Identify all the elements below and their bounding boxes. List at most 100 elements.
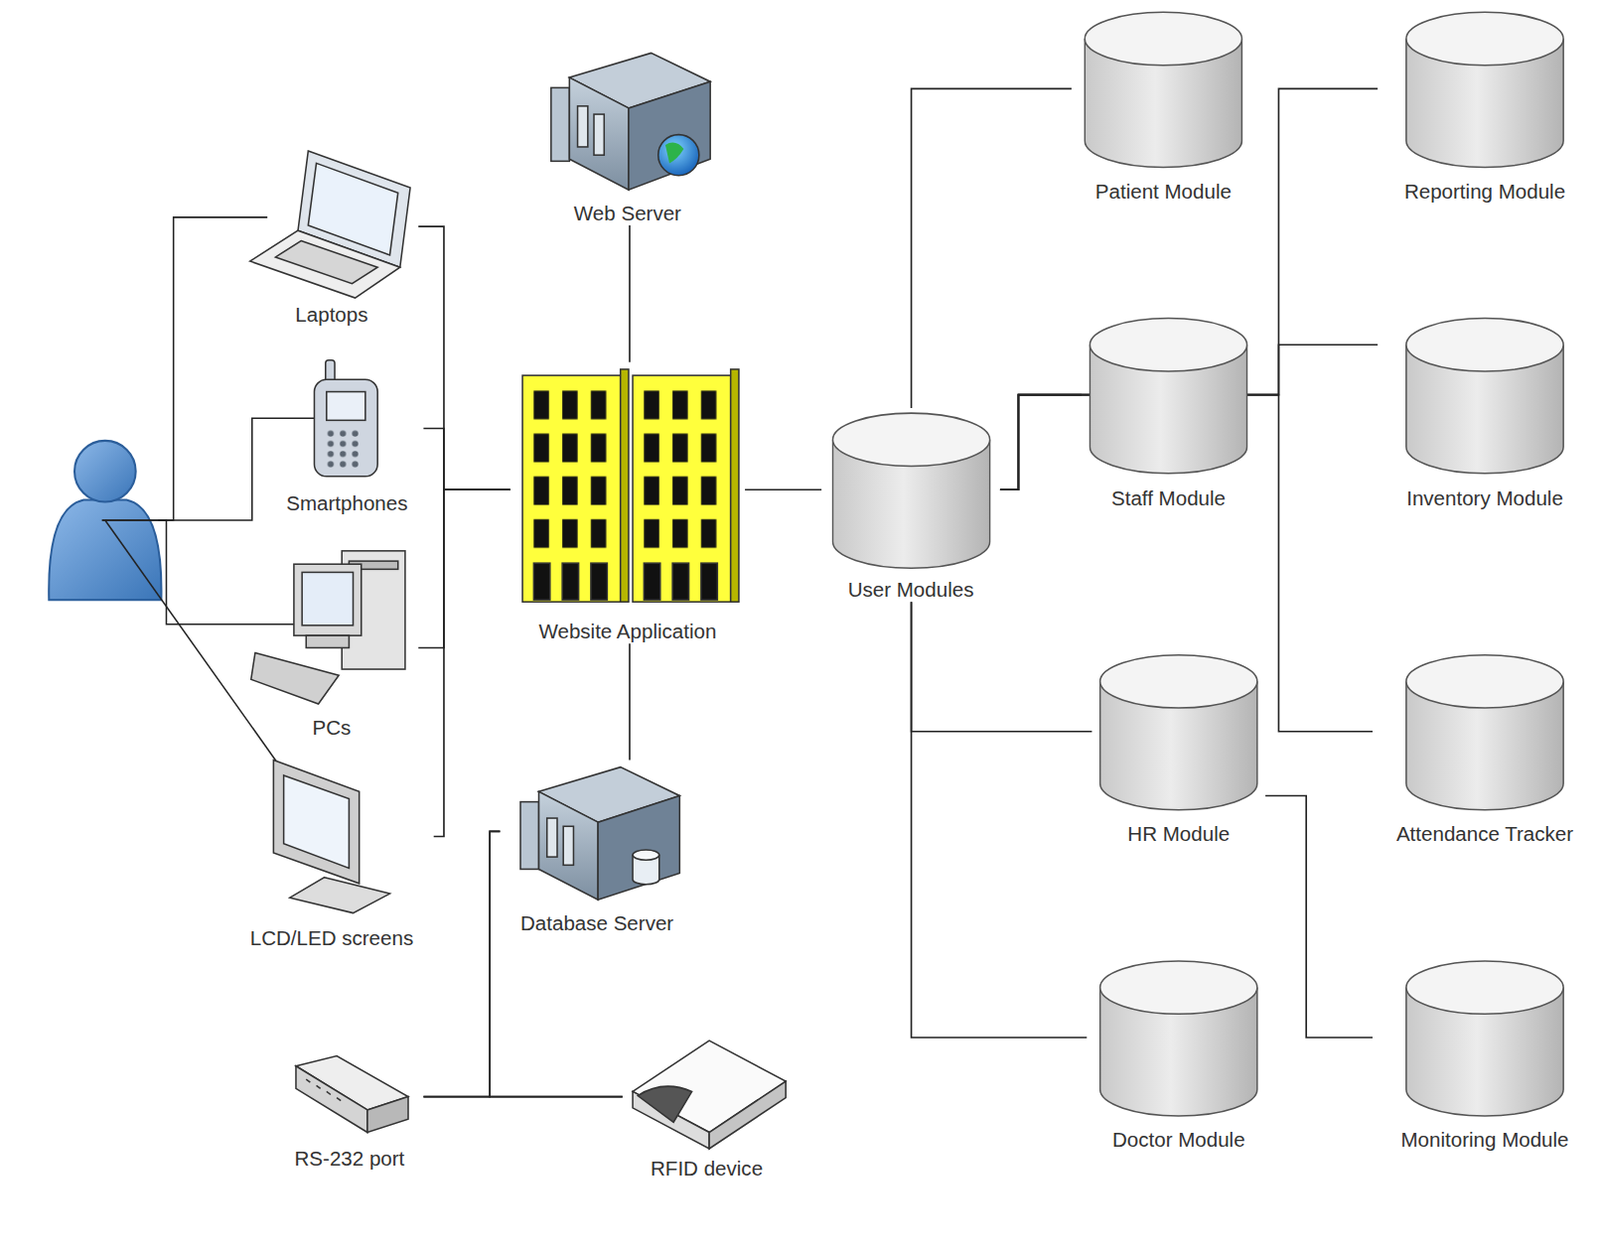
cylinder-top [832, 413, 990, 466]
building-door [562, 563, 579, 600]
module-cylinder: Reporting Module [1377, 4, 1593, 204]
phone-screen [326, 392, 366, 422]
laptop-keyboard [275, 240, 378, 284]
node-caption: User Modules [848, 578, 975, 603]
pc-stand [305, 635, 349, 648]
cylinder-outline [831, 411, 991, 573]
smartphone-node: Smartphones [270, 357, 424, 516]
screen-icon [273, 759, 390, 913]
building-icon [522, 369, 739, 602]
node-caption: Attendance Tracker [1396, 821, 1574, 847]
node-caption: Database Server [520, 911, 674, 937]
server-node: Web Server [530, 45, 725, 226]
building-side [620, 369, 629, 602]
drive-bay [547, 818, 558, 858]
connector-line [418, 489, 510, 648]
database-symbol-top [632, 850, 660, 861]
rfid-side [709, 1081, 786, 1150]
rfid-icon [632, 1040, 786, 1150]
cylinder-outline [1405, 653, 1565, 815]
node-caption: Laptops [294, 301, 368, 327]
pc-keyboard [251, 653, 339, 705]
building-windows [528, 385, 614, 558]
server-side [597, 795, 680, 900]
cylinder-outline [1099, 653, 1259, 815]
pc-node: PCs [245, 546, 420, 740]
node-caption: RFID device [650, 1156, 763, 1181]
server-front [539, 791, 599, 900]
connector-line [423, 831, 500, 1097]
cylinder-outline [1405, 316, 1565, 478]
drive-bay [563, 826, 574, 866]
module-cylinder: Staff Module [1081, 310, 1256, 510]
cylinder-top [1406, 655, 1564, 709]
cylinder-outline [1099, 959, 1259, 1121]
illustration-layer [0, 0, 1600, 1215]
connector-line [434, 489, 511, 837]
building-windows [638, 385, 725, 558]
node-caption: Patient Module [1095, 179, 1232, 205]
globe-symbol [658, 135, 700, 176]
connector-line [628, 643, 631, 760]
building-door [533, 563, 550, 600]
connector-line [911, 601, 1093, 731]
connector-line [744, 488, 822, 491]
module-cylinder: HR Module [1091, 647, 1266, 846]
node-caption: Smartphones [286, 490, 408, 516]
building-door [701, 563, 718, 600]
phone-body [313, 379, 378, 477]
port-node: RS-232 port [275, 1050, 424, 1171]
node-caption: Reporting Module [1404, 179, 1566, 205]
connector-line [1000, 395, 1082, 491]
connector-layer [0, 0, 1600, 1215]
module-cylinder: Attendance Tracker [1372, 647, 1598, 846]
cylinder-outline [1083, 9, 1243, 171]
drive-bay [593, 114, 604, 155]
node-caption: HR Module [1127, 821, 1230, 847]
screen-panel [284, 775, 350, 870]
port-front [295, 1066, 368, 1134]
connector-line [418, 226, 510, 490]
building-front [632, 375, 731, 602]
cylinder-top [1406, 318, 1564, 372]
laptop-node: Laptops [245, 143, 420, 327]
screen-node: LCD/LED screens [229, 754, 435, 951]
server-side [628, 81, 711, 190]
pc-monitor [293, 564, 362, 636]
node-caption: PCs [312, 715, 352, 740]
node-caption: Staff Module [1111, 485, 1226, 511]
connector-line [423, 429, 510, 491]
module-cylinder: User Modules [821, 408, 1001, 602]
connector-line [911, 88, 1072, 409]
rfid-tag [637, 1086, 692, 1123]
module-cylinder: Monitoring Module [1372, 954, 1598, 1153]
pc-screen [301, 572, 353, 625]
globe-land [665, 143, 684, 164]
screen-stand [290, 877, 391, 914]
node-caption: LCD/LED screens [250, 926, 414, 952]
node-caption: RS-232 port [294, 1147, 406, 1172]
screen-frame [273, 759, 359, 883]
server-front [569, 77, 629, 190]
cylinder-outline [1405, 959, 1565, 1121]
cylinder-top [1100, 655, 1258, 709]
node-caption: Monitoring Module [1400, 1127, 1569, 1153]
connector-line [423, 1096, 622, 1099]
user-wire [105, 520, 279, 764]
user-body [48, 499, 161, 600]
building-front [522, 375, 621, 602]
cylinder-outline [1405, 9, 1565, 171]
module-cylinder: Inventory Module [1377, 310, 1593, 510]
cylinder-top [1089, 318, 1247, 372]
web-server-icon [551, 52, 711, 190]
user-head [74, 440, 137, 503]
phone-icon [313, 360, 378, 477]
laptop-icon [250, 150, 411, 298]
module-cylinder: Doctor Module [1086, 954, 1271, 1153]
rfid-node: RFID device [622, 1035, 792, 1181]
module-cylinder: Patient Module [1071, 4, 1256, 204]
cylinder-top [1406, 961, 1564, 1015]
database-server-icon [520, 767, 680, 901]
building-side [730, 369, 739, 602]
cylinder-top [1084, 11, 1242, 65]
